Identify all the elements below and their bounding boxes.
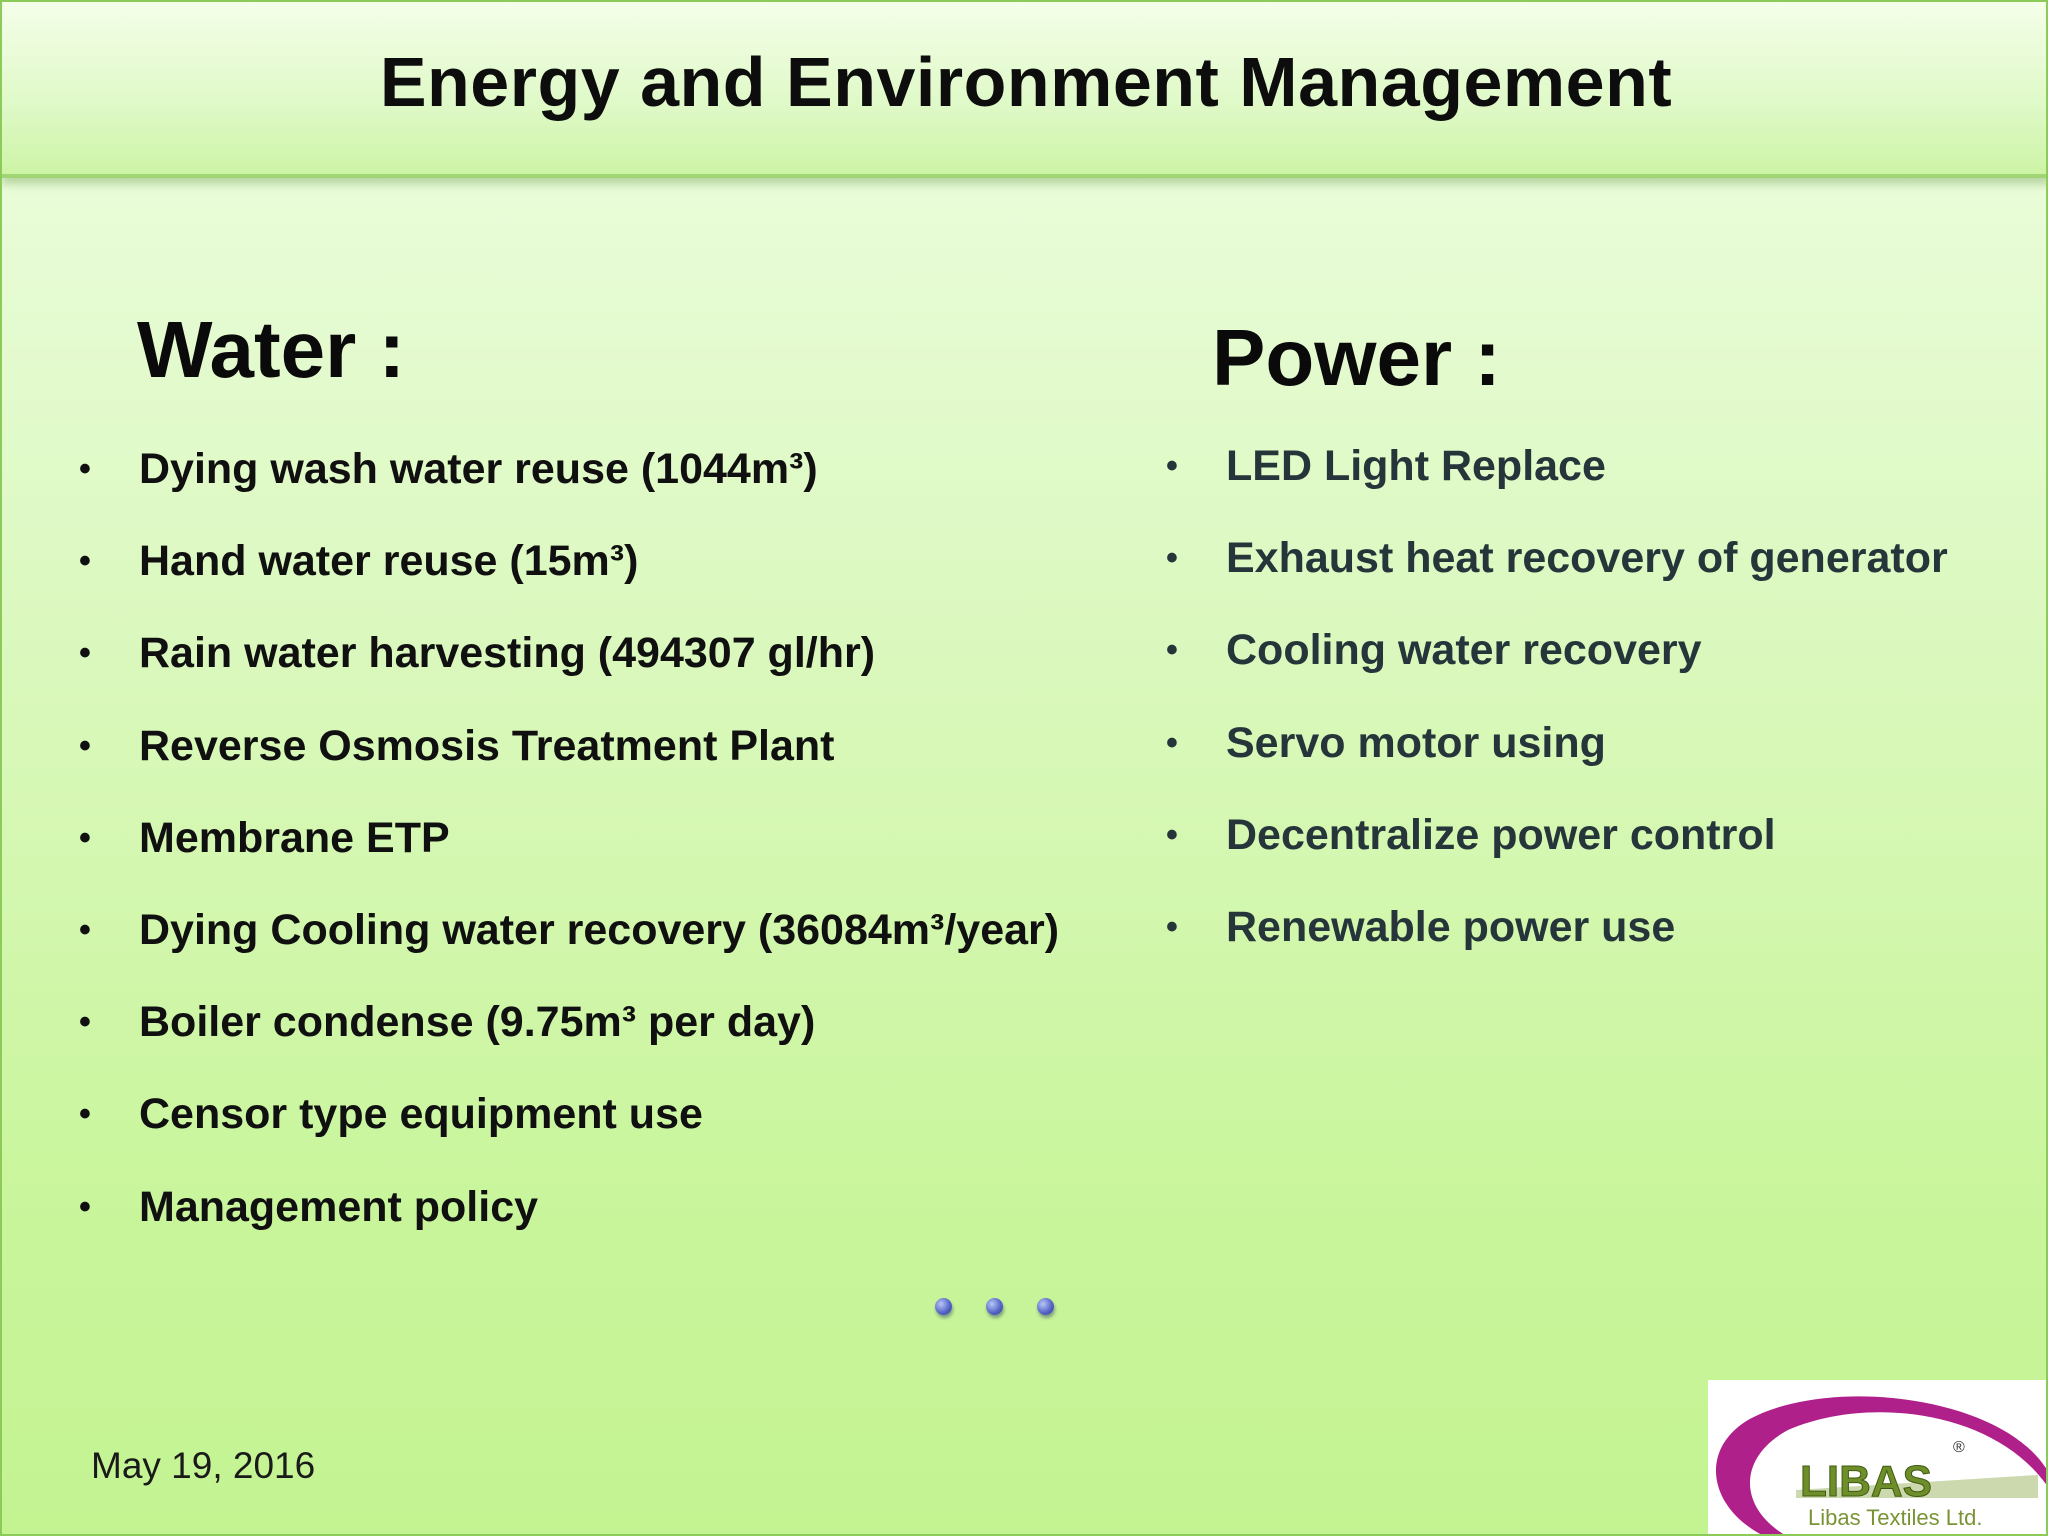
logo-underline bbox=[1796, 1475, 2038, 1498]
list-item: • Membrane ETP bbox=[79, 808, 1059, 900]
list-item: • Hand water reuse (15m³) bbox=[79, 531, 1059, 623]
list-item: • Renewable power use bbox=[1166, 897, 1948, 989]
power-heading: Power : bbox=[1212, 313, 1501, 402]
list-item-label: Boiler condense (9.75m³ per day) bbox=[139, 998, 816, 1047]
list-item-label: Renewable power use bbox=[1226, 902, 1676, 951]
list-item: • Dying Cooling water recovery (36084m³/y… bbox=[79, 900, 1060, 992]
registered-mark-icon: ® bbox=[1953, 1439, 1965, 1456]
libas-logo-graphic: LIBAS ® Libas Textiles Ltd. bbox=[1715, 1396, 2046, 1534]
bullet-icon: • bbox=[1166, 815, 1178, 854]
water-list: • Dying wash water reuse (1044m³) • Hand w… bbox=[79, 439, 1060, 1269]
list-item: • Exhaust heat recovery of generator bbox=[1166, 528, 1948, 620]
list-item-label: Rain water harvesting (494307 gl/hr) bbox=[139, 629, 876, 678]
libas-logo: LIBAS ® Libas Textiles Ltd. bbox=[1708, 1380, 2046, 1534]
list-item-label: Decentralize power control bbox=[1226, 810, 1776, 859]
slide-title: Energy and Environment Management bbox=[379, 43, 1673, 121]
list-item-label: Exhaust heat recovery of generator bbox=[1226, 534, 1948, 583]
bullet-icon: • bbox=[1166, 447, 1178, 485]
bullet-icon: • bbox=[79, 542, 91, 581]
bullet-icon: • bbox=[1166, 907, 1178, 946]
list-item: • Dying wash water reuse (1044m³) bbox=[79, 439, 1059, 531]
list-item-label: Censor type equipment use bbox=[139, 1090, 703, 1139]
list-item: • Decentralize power control bbox=[1166, 805, 1948, 897]
bullet-icon: • bbox=[79, 1187, 91, 1226]
bullet-icon: • bbox=[79, 1095, 91, 1134]
bullet-icon: • bbox=[79, 450, 91, 488]
list-item: • Servo motor using bbox=[1166, 713, 1948, 805]
water-heading: Water : bbox=[137, 305, 406, 394]
bullet-icon: • bbox=[79, 726, 91, 765]
bullet-icon: • bbox=[79, 1003, 91, 1042]
list-item-label: Hand water reuse (15m³) bbox=[139, 537, 639, 586]
slide-date: May 19, 2016 bbox=[91, 1445, 316, 1486]
logo-tagline-text: Libas Textiles Ltd. bbox=[1808, 1505, 1982, 1530]
list-item: • Rain water harvesting (494307 gl/hr) bbox=[79, 623, 1059, 715]
list-item-label: Servo motor using bbox=[1226, 718, 1606, 767]
list-item-label: LED Light Replace bbox=[1226, 442, 1606, 490]
list-item: • Management policy bbox=[79, 1177, 1059, 1269]
list-item-label: Membrane ETP bbox=[139, 813, 450, 862]
list-item: • Censor type equipment use bbox=[79, 1084, 1059, 1176]
nav-dot-icon bbox=[935, 1298, 952, 1315]
bullet-icon: • bbox=[1166, 539, 1178, 578]
list-item-label: Management policy bbox=[139, 1182, 539, 1231]
list-item: • Boiler condense (9.75m³ per day) bbox=[79, 992, 1059, 1084]
bullet-icon: • bbox=[1166, 631, 1178, 670]
bullet-icon: • bbox=[79, 634, 91, 673]
logo-brand-text: LIBAS bbox=[1800, 1457, 1932, 1506]
list-item-label: Dying wash water reuse (1044m³) bbox=[139, 445, 818, 493]
list-item: • Reverse Osmosis Treatment Plant bbox=[79, 716, 1059, 808]
slide-nav-dots bbox=[935, 1298, 1065, 1322]
bullet-icon: • bbox=[79, 910, 91, 949]
list-item-label: Cooling water recovery bbox=[1226, 626, 1702, 675]
power-list: • LED Light Replace • Exhaust heat recover… bbox=[1166, 436, 1948, 989]
bullet-icon: • bbox=[1166, 723, 1178, 762]
list-item-label: Dying Cooling water recovery (36084m³/ye… bbox=[139, 905, 1060, 954]
bullet-icon: • bbox=[79, 818, 91, 857]
list-item-label: Reverse Osmosis Treatment Plant bbox=[139, 721, 835, 770]
nav-dot-icon bbox=[1037, 1298, 1054, 1315]
list-item: • Cooling water recovery bbox=[1166, 620, 1948, 712]
title-bar: Energy and Environment Management bbox=[2, 2, 2046, 178]
list-item: • LED Light Replace bbox=[1166, 436, 1948, 528]
logo-swoosh bbox=[1715, 1396, 2046, 1534]
nav-dot-icon bbox=[986, 1298, 1003, 1315]
